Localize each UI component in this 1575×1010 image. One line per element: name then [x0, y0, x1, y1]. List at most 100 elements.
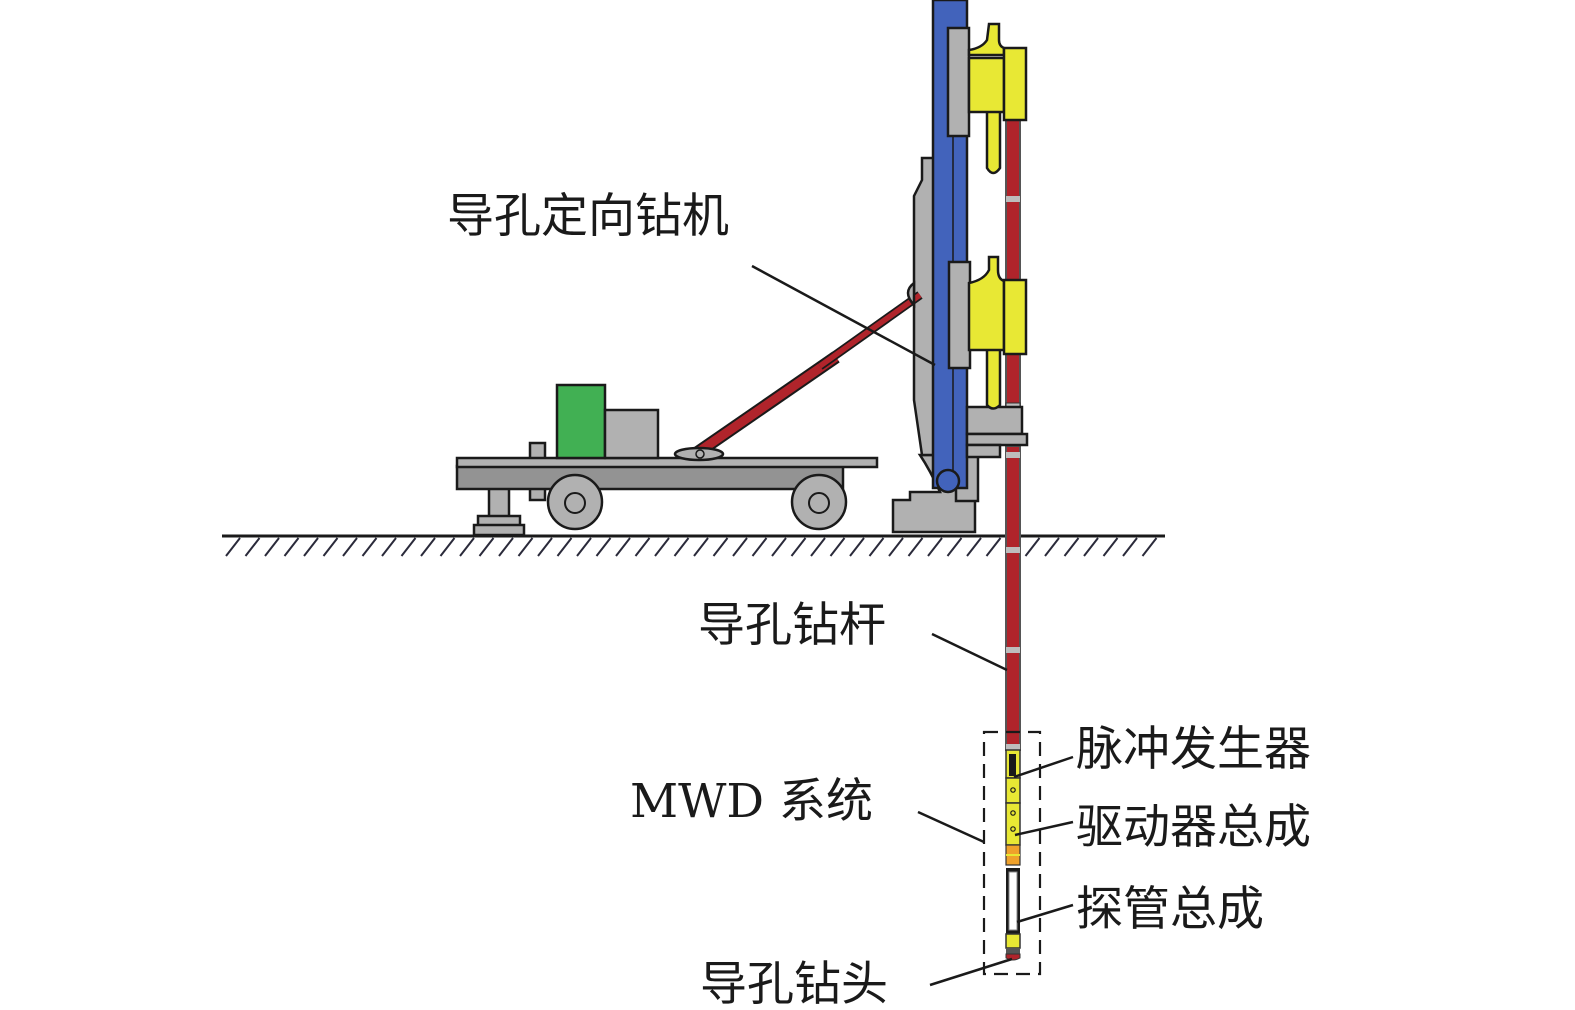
mount-pin [695, 449, 705, 459]
drill-rod-upper [1005, 117, 1021, 414]
hatch-mark [537, 537, 553, 557]
mast-pivot [935, 468, 961, 494]
hatch-mark [1141, 537, 1158, 557]
rotary-table [965, 405, 1024, 436]
hatch-mark [1044, 537, 1060, 557]
probe-end [1005, 933, 1021, 949]
hatch-mark [732, 537, 748, 557]
hatch-mark [322, 537, 339, 557]
hatch-mark [810, 537, 826, 557]
lower-clamp-jaw [1002, 278, 1028, 356]
leader-drill-rod [931, 632, 1008, 672]
hatch-mark [264, 537, 280, 557]
hatch-mark [673, 537, 690, 557]
hatch-mark [985, 537, 1002, 557]
label-driver-assembly: 驱动器总成 [1076, 800, 1311, 855]
cylinder-mount [906, 280, 916, 309]
hatch-mark [517, 537, 534, 557]
lower-clamp [967, 255, 1006, 410]
wheel-hub [808, 492, 830, 514]
hydraulic-cylinder [691, 353, 839, 459]
mwd-tool [1005, 749, 1021, 961]
upper-carriage [946, 26, 971, 138]
trailer-frame [455, 464, 845, 491]
label-drill-bit: 导孔钻头 [700, 957, 888, 1010]
hatch-mark [439, 537, 456, 557]
hatch-mark [1102, 537, 1119, 557]
hatch-mark [654, 537, 670, 557]
hatch-mark [1063, 537, 1080, 557]
leader-pulser [1013, 755, 1074, 779]
table-bracket [965, 443, 1002, 459]
mwd-system-boundary [982, 730, 1042, 976]
label-mwd-system: MWD 系统 [630, 774, 873, 829]
hatch-mark [849, 537, 865, 557]
leader-mwd-system [917, 810, 985, 844]
leader-drill-bit [929, 957, 1013, 987]
driver-section [1005, 802, 1021, 846]
hatch-mark [615, 537, 631, 557]
rod-joint [1006, 452, 1020, 458]
hatch-mark [829, 537, 846, 557]
rod-joint [1006, 744, 1020, 750]
hatch-mark [927, 537, 943, 557]
hatch-mark [868, 537, 885, 557]
engine-unit [555, 383, 607, 460]
hatch-mark [907, 537, 924, 557]
wheel-rear [790, 473, 848, 531]
hatch-mark [790, 537, 807, 557]
hatch-mark [576, 537, 592, 557]
table-plate [965, 432, 1029, 447]
hatch-mark [693, 537, 709, 557]
driver-port [1010, 787, 1016, 793]
hatch-mark [420, 537, 436, 557]
hatch-mark [946, 537, 963, 557]
hatch-mark [400, 537, 417, 557]
hatch-mark [1122, 537, 1138, 557]
rig [455, 0, 1029, 537]
hatch-mark [498, 537, 514, 557]
hatch-mark [888, 537, 904, 557]
hatch-mark [381, 537, 397, 557]
hatch-mark [771, 537, 787, 557]
label-pulser: 脉冲发生器 [1076, 722, 1311, 777]
label-rig: 导孔定向钻机 [447, 189, 729, 244]
hatch-mark [966, 537, 982, 557]
hatch-mark [634, 537, 651, 557]
hatch-mark [751, 537, 768, 557]
hatch-mark [225, 537, 241, 557]
upper-clamp [967, 22, 1006, 175]
hatch-mark [342, 537, 358, 557]
outrigger-pad [472, 523, 526, 537]
rod-joint [1006, 196, 1020, 202]
label-drill-rod: 导孔钻杆 [698, 598, 886, 653]
driver-port [1010, 810, 1016, 816]
hatch-mark [478, 537, 495, 557]
rod-joint [1006, 547, 1020, 553]
wheel-front [546, 473, 604, 531]
rod-joint [1006, 647, 1020, 653]
hatch-mark [1024, 537, 1041, 557]
leader-rig [751, 264, 936, 367]
pump-unit [603, 408, 660, 460]
leader-probe [1016, 903, 1074, 924]
hatch-mark [303, 537, 319, 557]
ground [222, 534, 1165, 557]
driver-port [1010, 826, 1016, 832]
outrigger-leg [487, 486, 511, 520]
label-probe-assembly: 探管总成 [1076, 882, 1264, 937]
ground-hatching [225, 537, 1158, 557]
hatch-mark [1083, 537, 1099, 557]
trailer-deck [455, 456, 879, 469]
leader-driver [1014, 820, 1074, 837]
hatch-mark [595, 537, 612, 557]
upper-clamp-jaw [1002, 46, 1028, 122]
hatch-mark [283, 537, 300, 557]
driver-section [1005, 777, 1021, 804]
hatch-mark [361, 537, 378, 557]
hatch-mark [556, 537, 573, 557]
probe-window [1008, 871, 1018, 931]
hatch-mark [459, 537, 475, 557]
drill-rod-lower [1005, 445, 1021, 751]
